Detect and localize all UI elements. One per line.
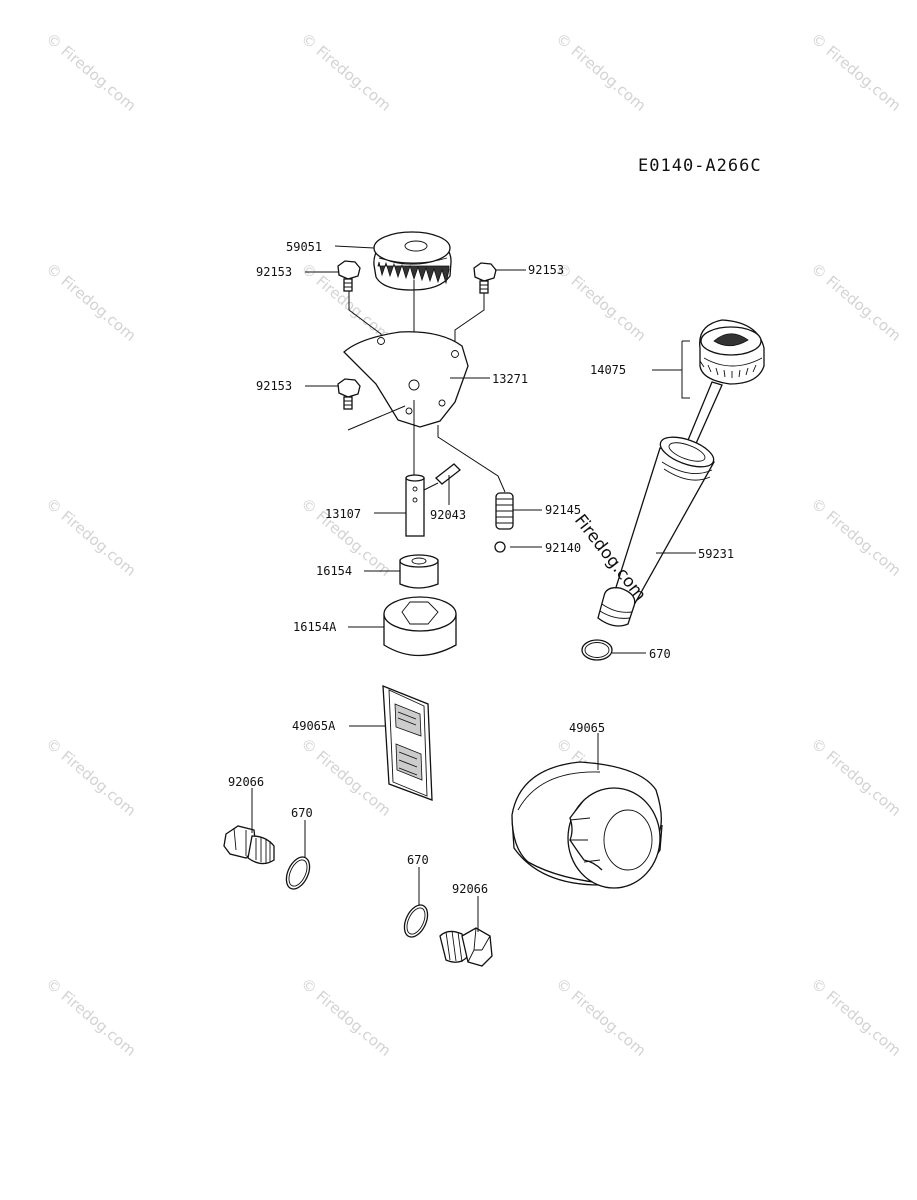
bolt-92153-right [473,262,497,294]
label-16154A: 16154A [293,620,337,634]
label-16154: 16154 [316,564,352,578]
label-13271: 13271 [492,372,528,386]
label-92066-left: 92066 [228,775,264,789]
outer-rotor-16154A [383,596,457,657]
watermark: © Firedog.com [297,974,394,1059]
pin-92043 [435,463,461,485]
watermark: © Firedog.com [42,259,139,344]
label-59051: 59051 [286,240,322,254]
watermark: © Firedog.com [552,259,649,344]
oil-filter-49065 [511,761,663,889]
watermark: © Firedog.com [807,734,904,819]
watermark: © Firedog.com [552,974,649,1059]
label-49065A: 49065A [292,719,336,733]
label-92140: 92140 [545,541,581,555]
o-ring-670-center [403,904,429,938]
watermark: © Firedog.com [42,29,139,114]
shaft-13107 [405,474,425,537]
bolt-92153-lower [337,378,361,410]
watermark: © Firedog.com [552,29,649,114]
diagram-code: E0140-A266C [638,156,762,176]
watermark: © Firedog.com [42,494,139,579]
dipstick-cap-14075 [685,319,765,449]
label-59231: 59231 [698,547,734,561]
strainer-49065A [382,685,433,801]
drain-plug-92066-left [223,825,275,865]
label-92153-right: 92153 [528,263,564,277]
label-92153-lower: 92153 [256,379,292,393]
label-670-center: 670 [407,853,429,867]
label-13107: 13107 [325,507,361,521]
label-92066-right: 92066 [452,882,488,896]
watermark: © Firedog.com [807,259,904,344]
spring-92145 [437,425,514,530]
filler-tube-59231 [597,436,715,627]
watermark: © Firedog.com [42,734,139,819]
bolt-92153-left [337,260,361,292]
watermark: © Firedog.com [807,494,904,579]
ball-92140 [494,541,506,553]
watermark-layer: © Firedog.com © Firedog.com © Firedog.co… [42,29,904,1059]
o-ring-670-left [285,856,311,890]
watermark: © Firedog.com [807,974,904,1059]
inner-rotor-16154 [399,554,439,589]
plate-13271 [343,331,469,428]
label-670-left: 670 [291,806,313,820]
o-ring-670-tube [581,639,613,661]
label-92043: 92043 [430,508,466,522]
watermark: © Firedog.com [297,29,394,114]
label-14075: 14075 [590,363,626,377]
gear-59051 [373,231,452,291]
label-92153-left: 92153 [256,265,292,279]
label-92145: 92145 [545,503,581,517]
label-670-tube: 670 [649,647,671,661]
watermark: © Firedog.com [807,29,904,114]
watermark: © Firedog.com [42,974,139,1059]
drain-plug-92066-right [439,927,493,967]
label-49065: 49065 [569,721,605,735]
